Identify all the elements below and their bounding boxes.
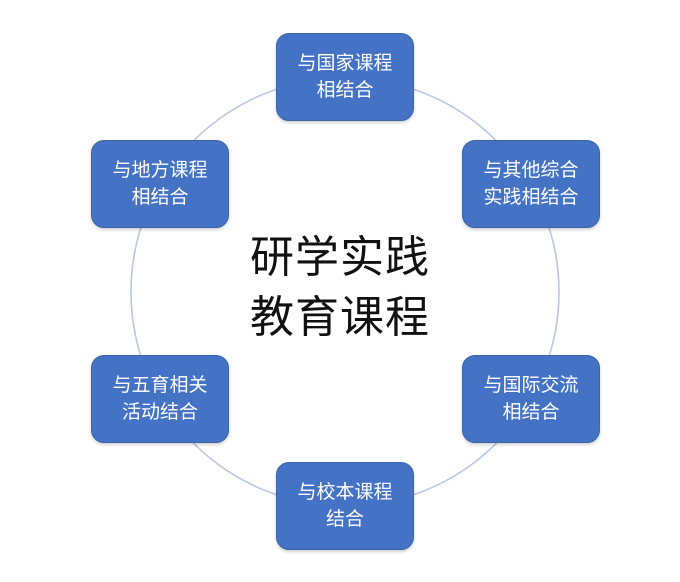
node-label-line-1: 与五育相关	[112, 374, 208, 396]
node-label-line-1: 与国际交流	[483, 374, 579, 396]
node-label-line-1: 与校本课程	[297, 481, 393, 503]
node-label-line-2: 相结合	[502, 401, 560, 423]
node-label-line-2: 相结合	[131, 186, 189, 208]
node-local-curriculum: 与地方课程 相结合	[91, 140, 229, 228]
node-international-exchange: 与国际交流 相结合	[462, 355, 600, 443]
node-other-comprehensive-practice: 与其他综合 实践相结合	[462, 140, 600, 228]
node-label-line-2: 结合	[325, 508, 364, 530]
node-label-line-2: 活动结合	[121, 401, 198, 423]
node-school-based-curriculum: 与校本课程 结合	[276, 462, 414, 550]
node-label-line-2: 相结合	[316, 79, 374, 101]
node-national-curriculum: 与国家课程 相结合	[276, 33, 414, 121]
center-title-line-2: 教育课程	[250, 292, 430, 343]
center-title-line-1: 研学实践	[250, 232, 430, 283]
node-five-education-activities: 与五育相关 活动结合	[91, 355, 229, 443]
node-label-line-1: 与其他综合	[483, 159, 579, 181]
node-label-line-1: 与国家课程	[297, 52, 393, 74]
node-label-line-1: 与地方课程	[112, 159, 208, 181]
node-label-line-2: 实践相结合	[483, 186, 579, 208]
center-title: 研学实践 教育课程	[230, 228, 450, 348]
